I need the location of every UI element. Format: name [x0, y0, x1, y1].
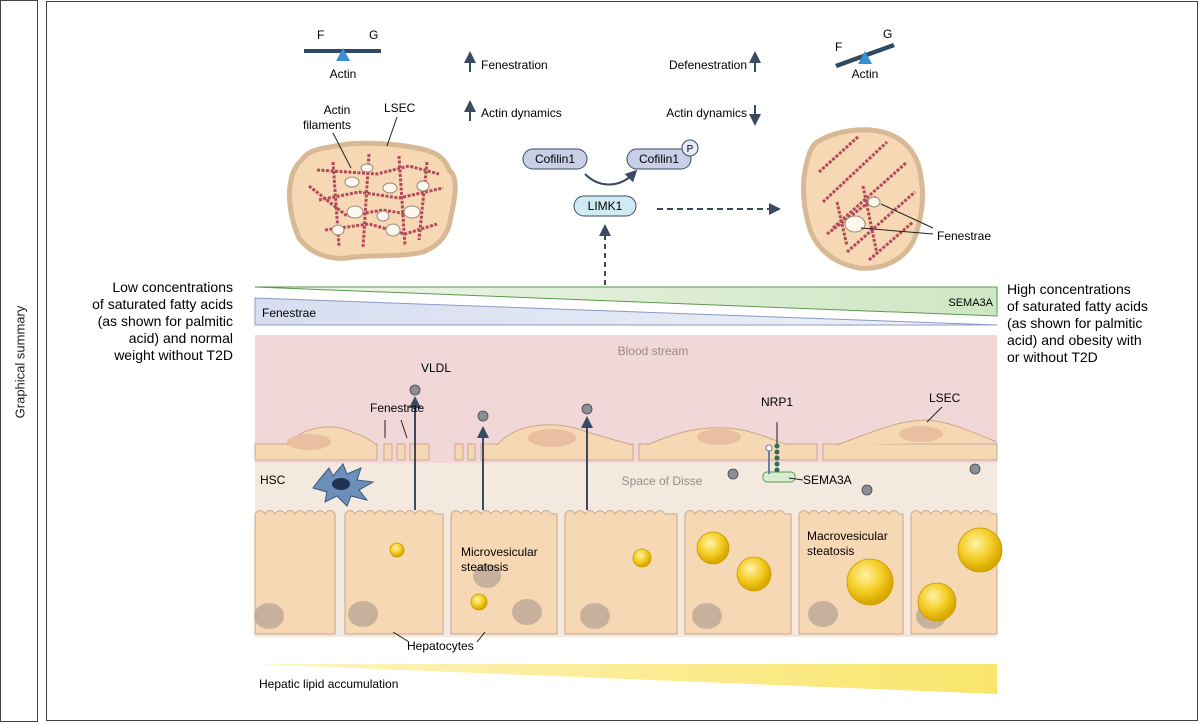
seesaw-left-label: Actin: [330, 67, 357, 81]
nrp1-label: NRP1: [761, 395, 793, 409]
sema3a-tissue-label: SEMA3A: [803, 473, 852, 487]
fenestra-cell-1: [383, 443, 393, 461]
limk1-label: LIMK1: [588, 199, 623, 213]
lipid-droplets: [389, 527, 1003, 622]
high-conc-line-4: acid) and obesity with: [1007, 332, 1142, 348]
macrovesicular-label-2: steatosis: [807, 544, 854, 558]
fenestration-indicator: Fenestration: [464, 51, 548, 72]
hepatocytes-label: Hepatocytes: [407, 639, 474, 653]
vldl-label: VLDL: [421, 361, 451, 375]
fenestrae-right-label: Fenestrae: [937, 229, 991, 243]
low-conc-line-3: (as shown for palmitic: [98, 313, 233, 329]
main-panel: F G Actin F G Actin Fenestration Actin d…: [46, 1, 1198, 721]
vldl-particles: [409, 384, 981, 496]
macrovesicular-label-1: Macrovesicular: [807, 529, 888, 543]
cofilin-left-node: Cofilin1: [522, 148, 588, 170]
space-of-disse-label: Space of Disse: [622, 474, 703, 488]
high-conc-line-2: of saturated fatty acids: [1007, 298, 1148, 314]
sema3a-gradient-bar: [254, 286, 998, 317]
cofilin-right-node: Cofilin1 P: [626, 139, 699, 170]
actin-dynamics-up-indicator: Actin dynamics: [464, 100, 562, 121]
high-conc-line-3: (as shown for palmitic: [1007, 315, 1142, 331]
blood-stream-label: Blood stream: [618, 344, 689, 358]
low-conc-line-5: weight without T2D: [113, 347, 233, 363]
lipid-accumulation-label: Hepatic lipid accumulation: [259, 677, 398, 691]
defenestration-label: Defenestration: [669, 58, 747, 72]
fenestra-cell-2: [396, 443, 406, 461]
limk1-node: LIMK1: [573, 195, 637, 217]
phospho-label: P: [687, 144, 694, 155]
fenestrae-tissue-label: Fenestrae: [370, 401, 424, 415]
actin-dynamics-down-indicator: Actin dynamics: [666, 105, 761, 126]
seesaw-right-g: G: [883, 27, 892, 41]
seesaw-right: F G Actin: [835, 27, 895, 81]
fenestrae-right-callout: Fenestrae: [860, 203, 991, 243]
lsec-layer: [254, 419, 998, 461]
lsec-top-label: LSEC: [384, 101, 416, 115]
high-concentration-text: High concentrations of saturated fatty a…: [1007, 281, 1148, 365]
lsec-nucleus-2: [528, 429, 576, 447]
low-conc-line-4: acid) and normal: [129, 330, 233, 346]
lsec-right-cell: [801, 127, 926, 271]
phospho-badge: [681, 139, 699, 157]
fenestration-label: Fenestration: [481, 58, 548, 72]
seesaw-right-fulcrum: [858, 51, 872, 64]
lsec-right-body: [801, 127, 926, 271]
lipid-accumulation-bar: [255, 664, 997, 694]
vldl-transport: [409, 384, 981, 510]
hsc-label: HSC: [260, 473, 286, 487]
low-conc-line-2: of saturated fatty acids: [92, 296, 233, 312]
lsec-nucleus-1: [287, 434, 331, 450]
actin-filaments-label-1: Actin: [324, 103, 351, 117]
defenestration-indicator: Defenestration: [669, 51, 761, 72]
actin-filaments-callout: Actin filaments: [303, 103, 352, 169]
graphical-summary-label: Graphical summary: [12, 305, 28, 419]
seesaw-left-g: G: [369, 28, 378, 42]
lsec-left-cell: [286, 140, 458, 261]
cofilin-left-label: Cofilin1: [535, 152, 575, 166]
fenestrae-left: [331, 163, 430, 237]
hepatic-stellate-cell: [312, 463, 375, 507]
microvesicular-label-1: Microvesicular: [461, 545, 538, 559]
low-concentration-text: Low concentrations of saturated fatty ac…: [92, 279, 233, 363]
sema3a-bar-label: SEMA3A: [948, 297, 993, 309]
side-panel: Graphical summary: [0, 0, 38, 722]
lsec-tissue-label: LSEC: [929, 391, 961, 405]
seesaw-left-f: F: [317, 28, 324, 42]
low-conc-line-1: Low concentrations: [112, 279, 233, 295]
seesaw-right-label: Actin: [852, 67, 879, 81]
fenestrae-right: [844, 196, 881, 233]
seesaw-left: F G Actin: [304, 28, 381, 81]
high-conc-line-1: High concentrations: [1007, 281, 1131, 297]
high-conc-line-5: or without T2D: [1007, 349, 1098, 365]
lsec-nucleus-3: [697, 429, 741, 445]
microvesicular-label-2: steatosis: [461, 560, 508, 574]
actin-dynamics-up-label: Actin dynamics: [481, 106, 562, 120]
hepatocyte-nuclei: [254, 564, 946, 629]
fenestrae-gradient-bar: [254, 297, 998, 326]
hepatocyte-1: [254, 510, 336, 635]
seesaw-left-fulcrum: [336, 48, 350, 61]
fenestrae-bar-label: Fenestrae: [262, 306, 316, 320]
cofilin-phosphorylation-arrow: [584, 169, 638, 186]
lsec-top-callout: LSEC: [384, 101, 416, 147]
lsec-left-body: [286, 140, 458, 261]
lsec-nucleus-4: [899, 426, 943, 442]
seesaw-right-f: F: [835, 40, 842, 54]
actin-dynamics-down-label: Actin dynamics: [666, 106, 747, 120]
graphical-summary-diagram: F G Actin F G Actin Fenestration Actin d…: [92, 27, 1148, 694]
actin-filaments-label-2: filaments: [303, 118, 351, 132]
cofilin-right-label: Cofilin1: [639, 152, 679, 166]
nrp1-receptor: [762, 422, 796, 483]
